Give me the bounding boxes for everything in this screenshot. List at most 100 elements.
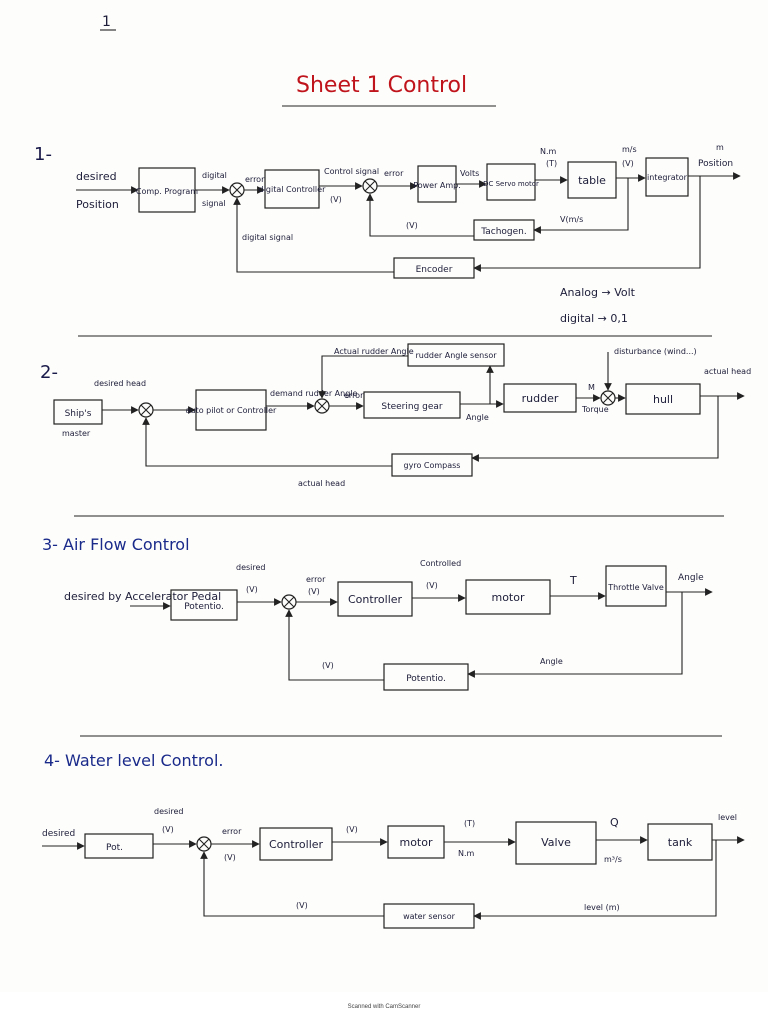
d1-servo-motor-label: DC Servo motor <box>483 180 539 188</box>
d3-error-unit: (V) <box>308 587 320 596</box>
d2-steering-gear-box <box>363 391 461 419</box>
d3-controller-label: Controller <box>348 593 403 606</box>
diagram-canvas: 1 Sheet 1 Control 1- desired Position Co… <box>34 14 751 929</box>
d3-desired: desired <box>236 563 266 572</box>
d3-controlled: Controlled <box>420 559 461 568</box>
d1-number: 1- <box>34 144 52 165</box>
d2-autopilot-box <box>195 389 267 431</box>
d2-rudder-sensor-label: rudder Angle sensor <box>415 351 497 360</box>
d1-tachogen-label: Tachogen. <box>480 227 527 237</box>
d1-tacho-in: V(m/s <box>560 215 583 224</box>
d2-hull-label: hull <box>653 393 673 406</box>
d4-error-unit: (V) <box>224 853 236 862</box>
d1-output-label: Position <box>698 159 733 169</box>
d1-encoder-return-path <box>233 197 394 273</box>
d2-ships-master-box <box>53 399 103 425</box>
d2-sensor-return-path <box>318 355 408 399</box>
d1-fb-digital-signal: digital signal <box>242 233 293 242</box>
d2-torque-label: Torque <box>581 405 609 414</box>
d1-position-unit: m <box>716 143 724 152</box>
d1-note-analog: Analog → Volt <box>560 286 636 299</box>
d1-digital-top: digital <box>202 171 227 180</box>
d2-output-label: actual head <box>704 367 751 376</box>
d2-steering-gear-label: Steering gear <box>381 402 443 412</box>
d1-tacho-feedback-path <box>533 178 629 234</box>
d1-error2-label: error <box>384 169 404 178</box>
d4-v-unit: (V) <box>346 825 358 834</box>
d1-servo-motor-box <box>486 163 536 201</box>
d1-tachogen-box <box>473 219 535 241</box>
d1-sum-cross-1 <box>231 184 243 196</box>
d3-potentio-label: Potentio. <box>184 602 224 612</box>
d4-q-sym: Q <box>610 816 619 829</box>
d4-sum-cross <box>198 838 210 850</box>
d1-encoder-box <box>393 257 475 279</box>
d3-motor-label: motor <box>491 591 524 604</box>
d2-desired-head: desired head <box>94 379 146 388</box>
d1-velocity-sym: (V) <box>622 159 634 168</box>
d1-power-amp-label: Power Amp. <box>413 181 461 190</box>
d4-output-label: level <box>718 813 737 822</box>
bottom-band <box>0 992 768 1024</box>
d2-disturbance-label: disturbance (wind...) <box>614 347 697 356</box>
d2-m-sym: M <box>588 383 595 392</box>
d1-input-desired: desired <box>76 170 117 183</box>
d3-t-sym: T <box>569 574 577 587</box>
d4-fb-unit: (V) <box>296 901 308 910</box>
sheet-title: Sheet 1 Control <box>296 73 467 98</box>
d4-tank-label: tank <box>668 836 693 849</box>
d1-control-unit: (V) <box>330 195 342 204</box>
d4-flow-unit: m³/s <box>604 855 622 864</box>
d1-control-signal: Control signal <box>324 167 379 176</box>
d2-fb-actual-head: actual head <box>298 479 345 488</box>
d3-fb-angle: Angle <box>540 657 563 666</box>
d2-number: 2- <box>40 362 58 383</box>
d1-table-box <box>567 161 617 199</box>
d4-pot-box <box>84 833 154 859</box>
d4-motor-label: motor <box>399 836 432 849</box>
d3-throttle-valve-box <box>605 565 667 607</box>
d2-error-label: error <box>344 391 364 400</box>
d3-throttle-valve-label: Throttle Valve <box>607 583 664 592</box>
d4-nm: N.m <box>458 849 475 858</box>
d2-actual-rudder: Actual rudder Angle <box>334 347 414 356</box>
d1-integrator-box <box>645 157 689 197</box>
d1-tacho-return-path <box>366 193 474 237</box>
d4-valve-box <box>515 821 597 865</box>
d3-input-label: desired by Accelerator Pedal <box>64 590 221 603</box>
d1-note-digital: digital → 0,1 <box>560 312 628 325</box>
d3-feedback-path <box>467 592 683 678</box>
d4-t-sym: (T) <box>464 819 475 828</box>
d4-feedback-return-path <box>200 851 384 917</box>
d4-input-label: desired <box>42 829 75 839</box>
d1-torque-unit: N.m <box>540 147 557 156</box>
d1-velocity-unit: m/s <box>622 145 637 154</box>
d3-fb-potentio-label: Potentio. <box>406 674 446 684</box>
d1-volts: Volts <box>460 169 479 178</box>
d4-feedback-path <box>473 840 717 920</box>
d2-gyro-return-path <box>142 417 392 467</box>
d1-digital-controller-label: digital Controller <box>259 185 326 194</box>
d4-error: error <box>222 827 242 836</box>
d1-encoder-label: Encoder <box>416 265 453 275</box>
d3-controller-box <box>337 581 413 617</box>
d3-motor-box <box>465 579 551 615</box>
d4-title: 4- Water level Control. <box>44 751 223 770</box>
d2-sum-cross-3 <box>602 392 614 404</box>
diagram-1: 1- desired Position Comp. Program digita… <box>34 143 741 325</box>
d1-sum-cross-2 <box>364 180 376 192</box>
d2-demand-rudder: demand rudder Angle <box>270 389 358 398</box>
d1-comp-program-label: Comp. Program <box>136 187 198 196</box>
d1-error-label: error <box>245 175 265 184</box>
diagram-3: 3- Air Flow Control desired by Accelerat… <box>42 535 713 691</box>
d1-encoder-feedback-path <box>473 176 701 272</box>
d4-water-sensor-label: water sensor <box>403 912 456 921</box>
d2-hull-box <box>625 383 701 415</box>
top-mark: 1 <box>102 14 111 30</box>
d4-tank-box <box>647 823 713 861</box>
d1-tacho-out: (V) <box>406 221 418 230</box>
d1-input-position: Position <box>76 198 119 211</box>
d2-gyro-compass-label: gyro Compass <box>404 461 461 470</box>
d1-digital-controller-box <box>264 169 320 209</box>
